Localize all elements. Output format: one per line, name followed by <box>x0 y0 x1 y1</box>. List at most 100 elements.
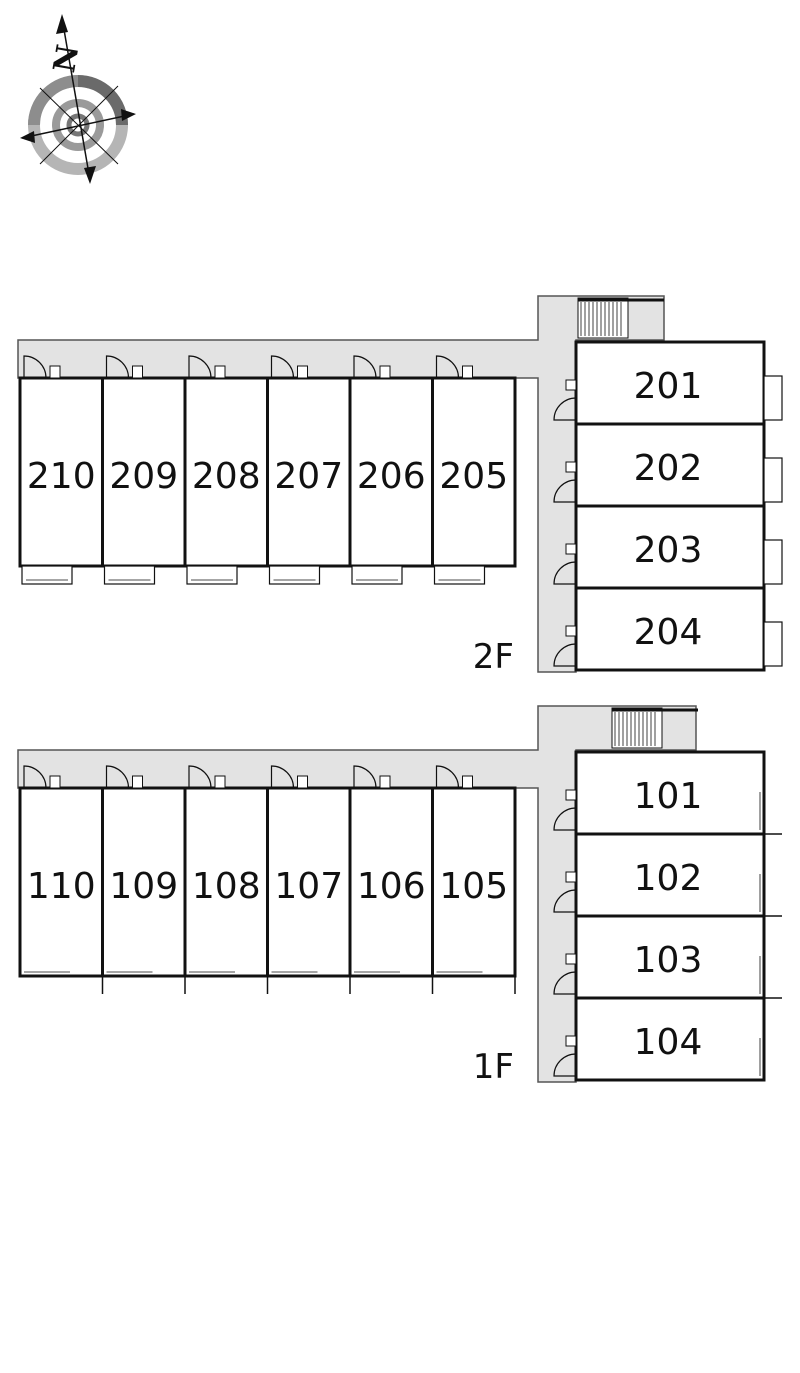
unit-204: 204 <box>553 586 783 672</box>
meter-box-icon <box>565 953 577 965</box>
unit-209: 209 <box>101 355 187 585</box>
north-label: N <box>47 42 86 75</box>
unit-109: 109 <box>101 765 187 994</box>
unit-110: 110 <box>18 765 104 978</box>
unit-number: 209 <box>109 456 178 497</box>
unit-number: 108 <box>192 866 261 907</box>
unit-207: 207 <box>266 355 352 585</box>
unit-number: 207 <box>274 456 343 497</box>
unit-203: 203 <box>553 504 783 590</box>
door-icon <box>23 765 47 789</box>
unit-202: 202 <box>553 422 783 508</box>
unit-107: 107 <box>266 765 352 994</box>
unit-106: 106 <box>348 765 434 994</box>
meter-box-icon <box>565 543 577 555</box>
unit-number: 107 <box>274 866 343 907</box>
unit-room <box>18 376 104 568</box>
unit-number: 210 <box>27 456 96 497</box>
unit-number: 206 <box>357 456 426 497</box>
unit-number: 104 <box>634 1022 703 1063</box>
balcony <box>763 375 783 421</box>
unit-102: 102 <box>553 832 782 918</box>
meter-box-icon <box>297 365 308 379</box>
door-icon <box>105 355 130 379</box>
unit-room <box>574 996 766 1082</box>
meter-box-icon <box>565 789 577 801</box>
balcony <box>186 565 238 585</box>
floor-label: 1F <box>473 1047 514 1087</box>
unit-205: 205 <box>431 355 517 585</box>
door-icon <box>270 765 295 789</box>
unit-number: 205 <box>439 456 508 497</box>
door-icon <box>435 765 460 789</box>
floor-1f-plan: 110 109 108 107 106 105 101 102 103 104 1F <box>17 705 782 1087</box>
unit-room <box>348 376 434 568</box>
unit-number: 106 <box>357 866 426 907</box>
balcony <box>763 539 783 585</box>
meter-box-icon <box>565 461 577 473</box>
unit-101: 101 <box>553 750 782 836</box>
door-icon <box>553 561 577 585</box>
meter-box-icon <box>379 775 391 789</box>
balcony <box>21 565 73 585</box>
meter-box-icon <box>49 775 61 789</box>
unit-number: 109 <box>109 866 178 907</box>
balcony <box>351 565 403 585</box>
unit-103: 103 <box>553 914 782 1000</box>
balcony <box>103 565 156 585</box>
unit-number: 204 <box>634 612 703 653</box>
unit-number: 208 <box>192 456 261 497</box>
staircase-icon <box>611 707 698 749</box>
unit-number: 101 <box>634 776 703 817</box>
meter-box-icon <box>214 365 226 379</box>
unit-201: 201 <box>553 340 783 426</box>
door-icon <box>553 1053 577 1077</box>
unit-number: 203 <box>634 530 703 571</box>
unit-room <box>101 786 187 978</box>
meter-box-icon <box>565 871 577 883</box>
meter-box-icon <box>379 365 391 379</box>
unit-room <box>18 786 104 978</box>
compass-rose-icon: N <box>20 14 136 184</box>
door-icon <box>105 765 130 789</box>
unit-room <box>183 786 269 978</box>
unit-room <box>431 376 517 568</box>
meter-box-icon <box>214 775 226 789</box>
floor-label: 2F <box>473 637 514 677</box>
door-icon <box>553 807 577 831</box>
unit-room <box>574 750 766 836</box>
door-icon <box>23 355 47 379</box>
unit-room <box>183 376 269 568</box>
balcony <box>268 565 321 585</box>
unit-206: 206 <box>348 355 434 585</box>
meter-box-icon <box>565 379 577 391</box>
unit-208: 208 <box>183 355 269 585</box>
door-icon <box>353 765 377 789</box>
meter-box-icon <box>565 1035 577 1047</box>
unit-number: 102 <box>634 858 703 899</box>
meter-box-icon <box>49 365 61 379</box>
door-icon <box>553 971 577 995</box>
door-icon <box>435 355 460 379</box>
meter-box-icon <box>297 775 308 789</box>
unit-room <box>574 586 766 672</box>
door-icon <box>270 355 295 379</box>
balcony <box>763 457 783 503</box>
unit-room <box>574 340 766 426</box>
door-icon <box>553 643 577 667</box>
unit-room <box>431 786 517 978</box>
meter-box-icon <box>565 625 577 637</box>
balcony <box>763 621 783 667</box>
door-icon <box>553 397 577 421</box>
meter-box-icon <box>132 775 143 789</box>
meter-box-icon <box>132 365 143 379</box>
door-icon <box>553 889 577 913</box>
door-icon <box>188 765 212 789</box>
unit-number: 105 <box>439 866 508 907</box>
meter-box-icon <box>462 365 473 379</box>
unit-number: 110 <box>27 866 96 907</box>
staircase-icon <box>577 297 664 339</box>
unit-number: 202 <box>634 448 703 489</box>
meter-box-icon <box>462 775 473 789</box>
